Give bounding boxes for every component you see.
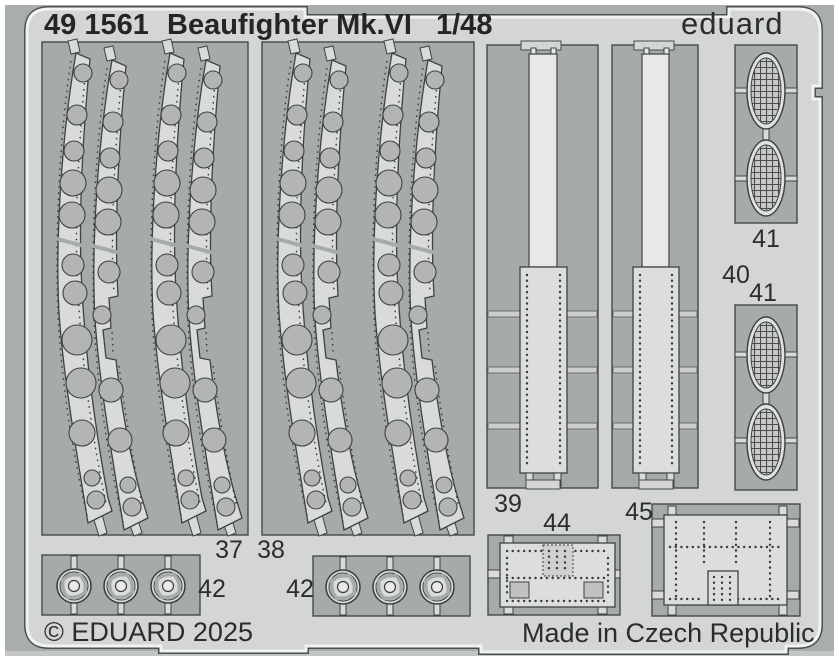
part-41-mesh-oval: [746, 139, 786, 217]
part-label-45: 45: [625, 498, 653, 526]
part-42-fan: [149, 567, 187, 605]
made-in-notice: Made in Czech Republic: [522, 618, 815, 648]
part-41-mesh-oval: [746, 403, 786, 481]
cutout-window-41-top: [734, 44, 798, 224]
kit-title: Beaufighter Mk.VI: [167, 9, 412, 41]
cutout-window-44: [487, 534, 621, 616]
cutout-window-38: [261, 37, 475, 538]
part-39-lower-plate: [519, 266, 568, 474]
part-label-38: 38: [257, 536, 285, 564]
part-label-44: 44: [543, 509, 571, 537]
part-label-39: 39: [494, 490, 522, 518]
part-label-42-right: 42: [286, 575, 314, 603]
cutout-window-45: [651, 503, 801, 617]
part-41-mesh-oval: [746, 52, 786, 130]
part-label-41-top: 41: [752, 225, 780, 253]
part-42-fan: [102, 567, 140, 605]
cutout-window-41-bottom: [734, 304, 798, 491]
cutout-window-40: [611, 40, 699, 490]
part-41-mesh-oval: [746, 316, 786, 394]
part-42-fan: [55, 567, 93, 605]
part-42-fan: [371, 568, 409, 606]
backdrop-bottom-band: [5, 651, 834, 656]
part-label-42-left: 42: [198, 575, 226, 603]
part-39-upper-strip: [528, 53, 558, 268]
copyright-notice: © EDUARD 2025: [44, 617, 253, 647]
part-label-40: 40: [722, 261, 750, 289]
cutout-window-39: [486, 40, 599, 490]
part-40-lower-plate: [632, 266, 680, 474]
cutout-window-42-right: [312, 555, 471, 617]
part-label-41-bottom: 41: [749, 279, 777, 307]
part-label-37: 37: [215, 536, 243, 564]
cutout-window-37: [41, 37, 249, 538]
kit-scale: 1/48: [436, 9, 492, 41]
catalog-number: 49 1561: [44, 9, 149, 41]
part-42-fan: [324, 568, 362, 606]
part-40-upper-strip: [641, 53, 670, 268]
brand-logo: eduard: [681, 6, 784, 41]
part-42-fan: [418, 568, 456, 606]
cutout-window-42-left: [41, 554, 201, 616]
